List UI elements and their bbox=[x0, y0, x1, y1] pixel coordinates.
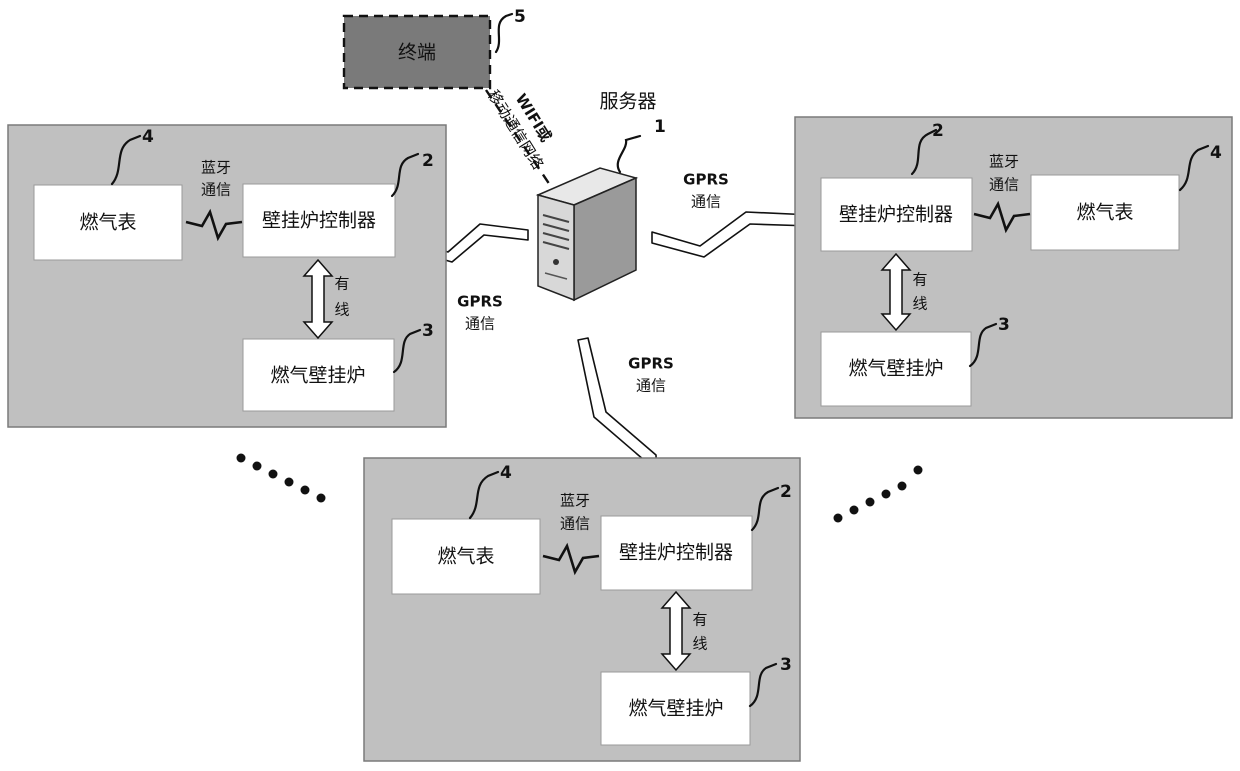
boiler-label: 燃气壁挂炉 bbox=[270, 365, 365, 387]
terminal-label: 终端 bbox=[398, 42, 436, 64]
bluetooth-link bbox=[542, 542, 600, 576]
controller-leader bbox=[390, 152, 420, 198]
gprs-link-right bbox=[651, 211, 813, 258]
bluetooth-link bbox=[973, 200, 1031, 234]
bluetooth-label-line1: 蓝牙 bbox=[201, 159, 231, 177]
terminal-number: 5 bbox=[514, 7, 526, 27]
zone-bottom: 燃气表 壁挂炉控制器 燃气壁挂炉 蓝牙 通信 有 线 4 2 3 bbox=[363, 457, 801, 762]
controller-number: 2 bbox=[932, 121, 944, 141]
gas-meter-box bbox=[33, 184, 183, 261]
gprs-right-line1: GPRS bbox=[683, 171, 729, 189]
boiler-leader bbox=[392, 328, 422, 374]
meter-number: 4 bbox=[1210, 143, 1222, 163]
wired-arrow bbox=[880, 252, 912, 332]
boiler-label: 燃气壁挂炉 bbox=[628, 698, 723, 720]
controller-leader bbox=[750, 486, 780, 532]
gprs-left-line2: 通信 bbox=[465, 315, 495, 333]
boiler-box bbox=[600, 671, 751, 746]
bluetooth-label-line2: 通信 bbox=[989, 176, 1019, 194]
controller-number: 2 bbox=[780, 482, 792, 502]
wifi-link bbox=[485, 89, 553, 189]
gas-meter-label: 燃气表 bbox=[79, 212, 136, 234]
boiler-number: 3 bbox=[422, 321, 434, 341]
bluetooth-label-line1: 蓝牙 bbox=[560, 492, 590, 510]
server-label: 服务器 bbox=[599, 91, 656, 113]
wired-arrow bbox=[660, 590, 692, 672]
boiler-leader bbox=[748, 662, 778, 708]
server-leader bbox=[616, 134, 642, 174]
gprs-left-line1: GPRS bbox=[457, 293, 503, 311]
controller-box bbox=[820, 177, 973, 252]
wired-label-line1: 有 bbox=[692, 611, 707, 629]
boiler-number: 3 bbox=[998, 315, 1010, 335]
boiler-leader bbox=[968, 322, 998, 368]
bluetooth-label-line1: 蓝牙 bbox=[989, 153, 1019, 171]
ellipsis-right bbox=[833, 465, 923, 523]
meter-leader bbox=[110, 134, 142, 186]
gprs-bottom-line2: 通信 bbox=[636, 377, 666, 395]
controller-label: 壁挂炉控制器 bbox=[262, 210, 376, 232]
boiler-label: 燃气壁挂炉 bbox=[848, 358, 943, 380]
controller-label: 壁挂炉控制器 bbox=[839, 204, 953, 226]
wired-label-line1: 有 bbox=[912, 271, 927, 289]
server-icon bbox=[535, 167, 639, 302]
zone-left: 燃气表 壁挂炉控制器 燃气壁挂炉 蓝牙 通信 有 线 4 2 3 bbox=[7, 124, 447, 428]
gas-meter-label: 燃气表 bbox=[1076, 202, 1133, 224]
zone-right: 壁挂炉控制器 燃气表 燃气壁挂炉 蓝牙 通信 有 线 2 4 3 bbox=[794, 116, 1233, 419]
boiler-box bbox=[242, 338, 395, 412]
wired-label-line2: 线 bbox=[692, 635, 707, 653]
controller-leader bbox=[910, 128, 938, 176]
meter-leader bbox=[1178, 144, 1210, 192]
bluetooth-link bbox=[185, 208, 243, 242]
gprs-right-line2: 通信 bbox=[691, 193, 721, 211]
boiler-number: 3 bbox=[780, 655, 792, 675]
meter-number: 4 bbox=[142, 127, 154, 147]
boiler-box bbox=[820, 331, 972, 407]
gas-meter-box bbox=[391, 518, 541, 595]
meter-leader bbox=[468, 470, 500, 520]
controller-box bbox=[242, 183, 396, 258]
server-number: 1 bbox=[654, 117, 666, 137]
terminal-node: 终端 bbox=[342, 14, 492, 90]
gas-meter-label: 燃气表 bbox=[437, 546, 494, 568]
wired-label-line2: 线 bbox=[334, 301, 349, 319]
terminal-leader bbox=[494, 12, 514, 54]
bluetooth-label-line2: 通信 bbox=[201, 181, 231, 199]
wired-label-line1: 有 bbox=[334, 275, 349, 293]
bluetooth-label-line2: 通信 bbox=[560, 515, 590, 533]
wired-arrow bbox=[302, 258, 334, 340]
meter-number: 4 bbox=[500, 463, 512, 483]
controller-number: 2 bbox=[422, 151, 434, 171]
gprs-bottom-line1: GPRS bbox=[628, 355, 674, 373]
controller-label: 壁挂炉控制器 bbox=[619, 542, 733, 564]
ellipsis-left bbox=[236, 453, 326, 503]
controller-box bbox=[600, 515, 753, 591]
wired-label-line2: 线 bbox=[912, 295, 927, 313]
gas-meter-box bbox=[1030, 174, 1180, 251]
